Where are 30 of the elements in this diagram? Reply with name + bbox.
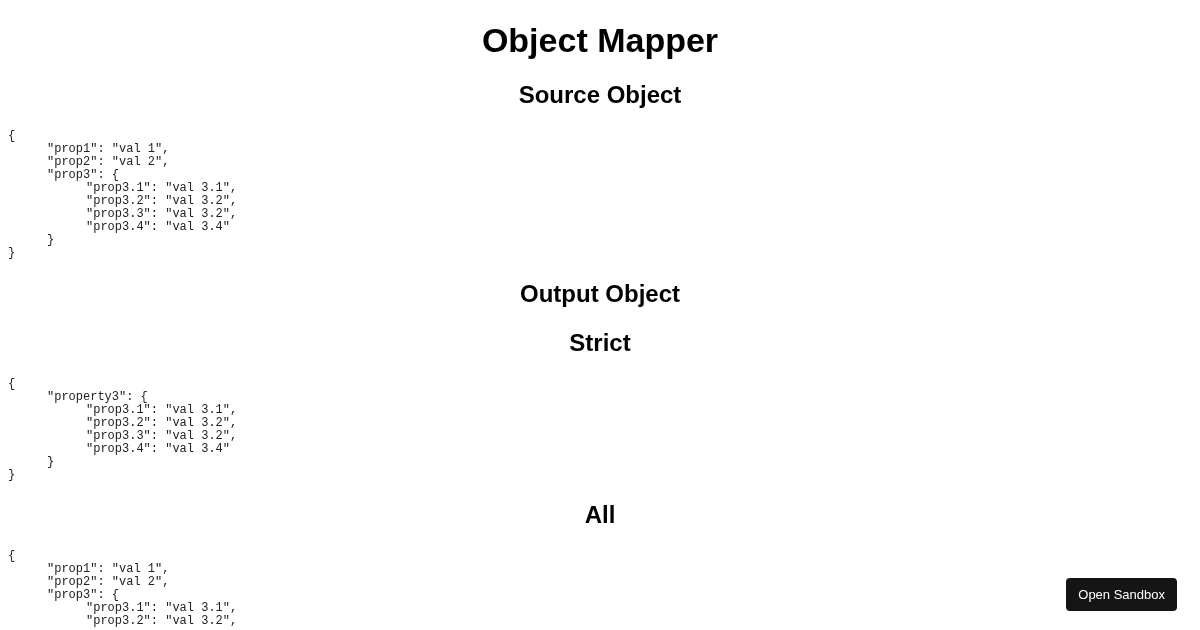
section-heading: All (584, 500, 616, 530)
code-line: } (47, 234, 55, 247)
code-line: } (8, 469, 16, 482)
code-line: "prop3.2": "val 3.2", (86, 195, 238, 208)
code-line: "prop3.3": "val 3.2", (86, 208, 238, 221)
code-line: "prop3.1": "val 3.1", (86, 182, 238, 195)
open-sandbox-button: Open Sandbox (1066, 578, 1177, 611)
section-heading: Source Object (518, 80, 682, 110)
code-line: { (8, 130, 16, 143)
code-line: "prop3": { (47, 589, 119, 602)
code-line: "prop3.4": "val 3.4" (86, 443, 231, 456)
code-line: "prop3.2": "val 3.2", (86, 417, 238, 430)
code-line: { (8, 378, 16, 391)
code-line: "prop3.2": "val 3.2", (86, 615, 238, 628)
code-line: "prop1": "val 1", (47, 563, 170, 576)
section-heading: Output Object (520, 279, 680, 309)
code-line: "prop3": { (47, 169, 119, 182)
code-line: "prop3.4": "val 3.4" (86, 221, 231, 234)
code-line: "prop3.3": "val 3.2", (86, 430, 238, 443)
code-line: "prop2": "val 2", (47, 156, 170, 169)
code-line: "prop3.1": "val 3.1", (86, 404, 238, 417)
code-line: } (47, 456, 55, 469)
code-line: } (8, 247, 16, 260)
code-line: "prop1": "val 1", (47, 143, 170, 156)
code-line: "property3": { (47, 391, 148, 404)
code-line: "prop3.1": "val 3.1", (86, 602, 238, 615)
page-title: Object Mapper (481, 20, 719, 61)
code-line: { (8, 550, 16, 563)
section-heading: Strict (569, 328, 631, 358)
code-line: "prop2": "val 2", (47, 576, 170, 589)
